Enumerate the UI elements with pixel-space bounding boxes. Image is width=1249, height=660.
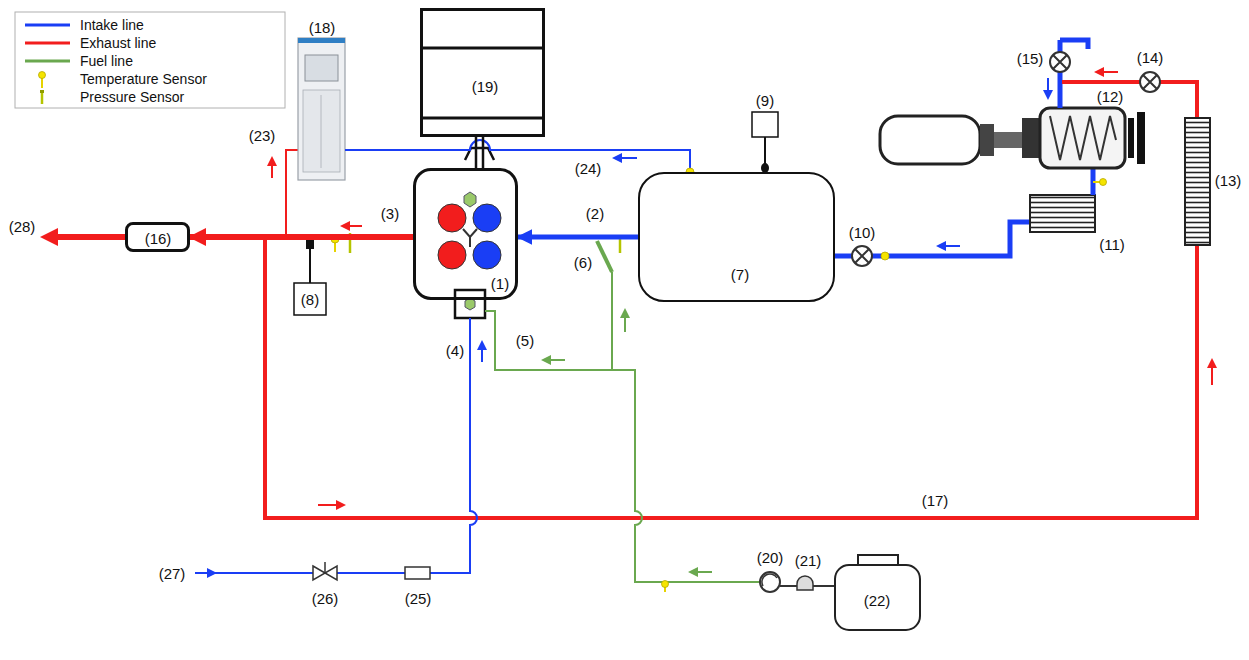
injector-air-line bbox=[195, 318, 482, 580]
callout-number: (13) bbox=[1214, 172, 1243, 189]
drive-shaft bbox=[476, 137, 483, 168]
intake-sample-line bbox=[345, 140, 690, 172]
callout-number: (2) bbox=[585, 205, 605, 222]
callout-number: (24) bbox=[574, 160, 603, 177]
callout-number: (15) bbox=[1016, 50, 1045, 67]
callout-number: (19) bbox=[472, 78, 499, 95]
gas-analyzer bbox=[298, 38, 345, 180]
legend-label: Temperature Sensor bbox=[80, 71, 207, 87]
legend-label: Intake line bbox=[80, 17, 144, 33]
callout-number: (9) bbox=[755, 92, 775, 109]
callout-number: (18) bbox=[308, 19, 337, 36]
callout-number: (20) bbox=[756, 549, 785, 566]
engine-block: (1) bbox=[413, 168, 518, 300]
legend-label: Pressure Sensor bbox=[80, 89, 184, 105]
connector-line bbox=[482, 137, 485, 168]
callout-number: (6) bbox=[573, 254, 593, 271]
callout-number: (17) bbox=[921, 492, 950, 509]
callout-number: (10) bbox=[848, 224, 877, 241]
callout-number: (21) bbox=[794, 552, 823, 569]
callout-number: (16) bbox=[145, 230, 172, 247]
callout-number: (1) bbox=[491, 275, 509, 292]
surge-tank: (7) bbox=[638, 172, 835, 302]
callout-number: (11) bbox=[1098, 236, 1126, 253]
callout-number: (7) bbox=[731, 266, 749, 283]
callout-number: (27) bbox=[158, 565, 187, 582]
callout-number: (12) bbox=[1096, 88, 1125, 105]
callout-number: (26) bbox=[311, 590, 340, 607]
intake-supply bbox=[835, 40, 1210, 266]
connector-line bbox=[190, 234, 413, 240]
dynamometer-box: (19) bbox=[420, 8, 545, 137]
exhaust-piping bbox=[40, 150, 1212, 518]
exhaust-pipe bbox=[190, 237, 413, 238]
callout-number: (4) bbox=[445, 342, 465, 359]
muffler-box: (16) bbox=[125, 222, 190, 252]
connector-line bbox=[475, 137, 478, 168]
callout-number: (5) bbox=[515, 332, 535, 349]
intake-pipe bbox=[518, 237, 638, 238]
callout-number: (25) bbox=[404, 590, 433, 607]
callout-number: (23) bbox=[248, 127, 277, 144]
legend-label: Exhaust line bbox=[80, 35, 156, 51]
legend-label: Fuel line bbox=[80, 53, 133, 69]
callout-number: (28) bbox=[8, 218, 37, 235]
connector-line bbox=[518, 235, 638, 240]
callout-number: (8) bbox=[300, 291, 320, 308]
callout-number: (22) bbox=[863, 592, 892, 609]
callout-number: (3) bbox=[380, 205, 400, 222]
legend-frame bbox=[15, 12, 285, 108]
callout-number: (14) bbox=[1136, 49, 1165, 66]
